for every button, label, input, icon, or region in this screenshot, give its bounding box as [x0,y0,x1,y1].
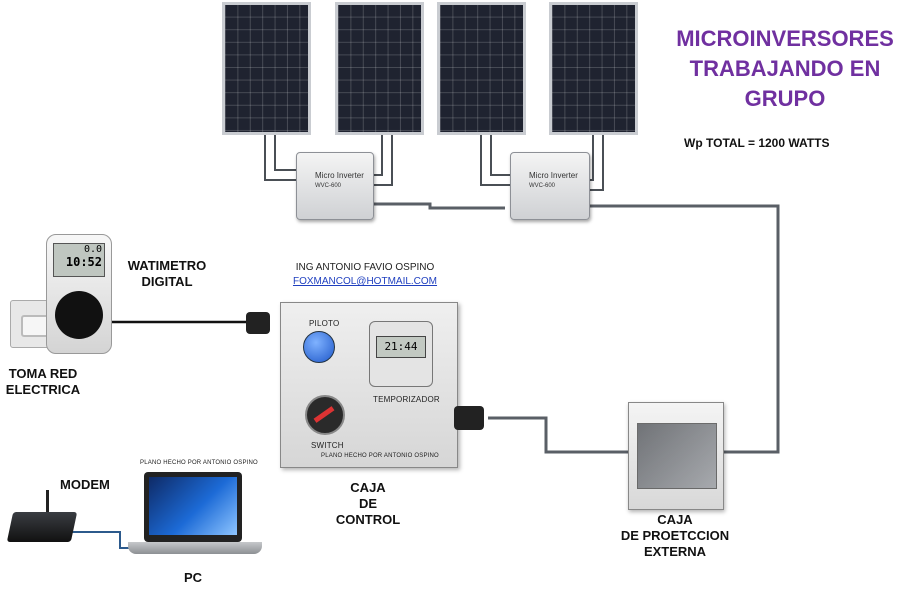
protection-box-window [637,423,717,489]
panel-2-lead [368,135,393,186]
inverter-model-label: WVC-600 [529,183,556,189]
pilot-label: PILOTO [309,319,340,328]
outlet-socket [21,315,49,337]
timer-label: TEMPORIZADOR [373,395,440,404]
modem-device [6,512,78,542]
control-box-label-2: DE [358,496,378,511]
protection-box-label-2: DE PROETCCION [620,528,730,543]
laptop-desktop [149,477,237,535]
solar-panel-4 [549,2,638,135]
title-line-3: GRUPO [744,86,826,111]
wattmeter-display: 0.0 10:52 [53,243,105,277]
laptop-caption: PLANO HECHO POR ANTONIO OSPINO [140,460,258,466]
control-box-label-3: CONTROL [335,512,401,527]
external-protection-box [628,402,724,510]
outlet-label-2: ELECTRICA [5,382,81,397]
wattmeter-label-1: WATIMETRO [127,258,207,273]
author-name: ING ANTONIO FAVIO OSPINO [295,262,435,273]
solar-panel-3 [437,2,526,135]
micro-inverter-2: Micro Inverter WVC-600 [510,152,590,220]
switch-knob[interactable] [305,395,345,435]
protection-box-label-1: CAJA [657,512,693,527]
micro-inverter-1: Micro Inverter WVC-600 [296,152,374,220]
cable-gland-right [454,406,484,430]
inverter-to-protection-wire [588,204,780,454]
wattmeter-plug [55,291,103,339]
title-line-1: MICROINVERSORES [676,26,894,51]
wattmeter-reading-1: 0.0 [83,244,102,255]
protection-box-label-3: EXTERNA [643,544,707,559]
solar-panel-1 [222,2,311,135]
pilot-light [303,331,335,363]
panel-4-lead [586,135,604,191]
wattmeter-label: WATIMETRO DIGITAL [122,258,212,290]
outlet-label: TOMA RED ELECTRICA [0,366,86,398]
switch-indicator [313,406,335,423]
cable-gland-left [246,312,270,334]
diagram-title: MICROINVERSORES TRABAJANDO EN GRUPO [660,24,910,114]
inverter-link-wire [372,202,505,210]
wp-total-label: Wp TOTAL = 1200 WATTS [684,136,830,150]
author-email-link[interactable]: FOXMANCOL@HOTMAIL.COM [292,276,438,287]
inverter-brand-label: Micro Inverter [529,171,578,180]
modem-to-pc-wire [72,531,135,549]
wattmeter-reading-2: 10:52 [65,255,102,269]
inverter-model-label: WVC-600 [315,183,342,189]
control-box-label: CAJA DE CONTROL [320,480,416,528]
control-box-label-1: CAJA [350,480,386,495]
laptop-screen [144,472,242,542]
modem-label: MODEM [60,477,110,492]
box-caption: PLANO HECHO POR ANTONIO OSPINO [321,453,439,459]
inverter-brand-label: Micro Inverter [315,171,364,180]
control-to-protection-wire [488,416,628,454]
modem-antenna [46,490,49,512]
laptop-base [128,542,262,554]
panel-1-lead [264,135,296,181]
title-line-2: TRABAJANDO EN [689,56,881,81]
timer-device: 21:44 [369,321,433,387]
switch-label: SWITCH [311,441,344,450]
pc-label: PC [184,570,203,585]
digital-wattmeter: 0.0 10:52 [46,234,112,354]
protection-box-label: CAJA DE PROETCCION EXTERNA [600,512,750,560]
wattmeter-label-2: DIGITAL [141,274,193,289]
panel-3-lead [480,135,512,186]
solar-panel-2 [335,2,424,135]
control-box: PILOTO 21:44 TEMPORIZADOR SWITCH PLANO H… [280,302,458,468]
outlet-label-1: TOMA RED [8,366,78,381]
timer-display: 21:44 [376,336,426,358]
